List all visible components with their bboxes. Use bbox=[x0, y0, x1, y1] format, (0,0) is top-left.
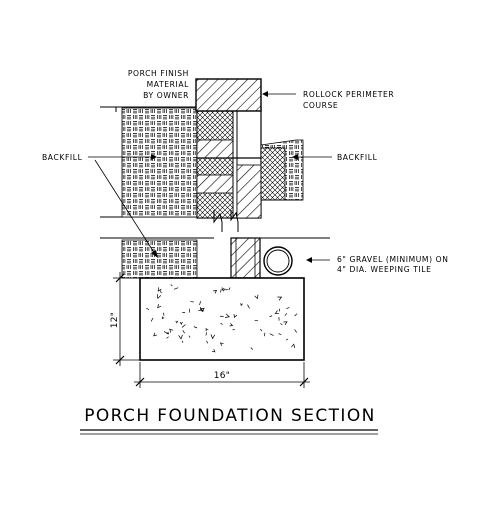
label-rollock: ROLLOCK PERIMETER COURSE bbox=[262, 90, 394, 110]
dimension-width-label: 16" bbox=[214, 371, 231, 381]
svg-text:ROLLOCK PERIMETER: ROLLOCK PERIMETER bbox=[303, 90, 394, 99]
foundation-wall bbox=[196, 107, 262, 219]
break-symbol bbox=[213, 210, 239, 232]
backfill-left-lower bbox=[121, 239, 198, 279]
label-gravel: 6" GRAVEL (MINIMUM) ON 4" DIA. WEEPING T… bbox=[306, 255, 449, 274]
svg-text:MATERIAL: MATERIAL bbox=[147, 80, 190, 89]
foundation-wall-lower bbox=[230, 237, 261, 279]
rollock-course bbox=[195, 78, 262, 112]
dimension-height: 12" bbox=[110, 272, 140, 366]
svg-text:BACKFILL: BACKFILL bbox=[337, 153, 378, 162]
label-backfill-left: BACKFILL bbox=[42, 153, 158, 258]
svg-text:6" GRAVEL (MINIMUM) ON: 6" GRAVEL (MINIMUM) ON bbox=[337, 255, 449, 264]
dimension-height-label: 12" bbox=[110, 312, 120, 329]
dimension-width: 16" bbox=[134, 362, 310, 388]
svg-text:BACKFILL: BACKFILL bbox=[42, 153, 83, 162]
svg-text:BY OWNER: BY OWNER bbox=[143, 91, 189, 100]
exterior-veneer bbox=[260, 139, 304, 201]
concrete-footing bbox=[139, 277, 305, 361]
svg-text:PORCH FOUNDATION SECTION: PORCH FOUNDATION SECTION bbox=[84, 406, 375, 426]
svg-text:COURSE: COURSE bbox=[303, 101, 338, 110]
svg-text:PORCH FINISH: PORCH FINISH bbox=[128, 69, 189, 78]
label-backfill-right: BACKFILL bbox=[292, 153, 378, 162]
label-porch-finish: PORCH FINISH MATERIAL BY OWNER bbox=[128, 69, 189, 100]
drawing-title: PORCH FOUNDATION SECTION bbox=[80, 406, 378, 435]
backfill-left-upper bbox=[121, 107, 198, 218]
svg-text:4" DIA. WEEPING TILE: 4" DIA. WEEPING TILE bbox=[337, 265, 432, 274]
weeping-tile bbox=[263, 246, 293, 276]
